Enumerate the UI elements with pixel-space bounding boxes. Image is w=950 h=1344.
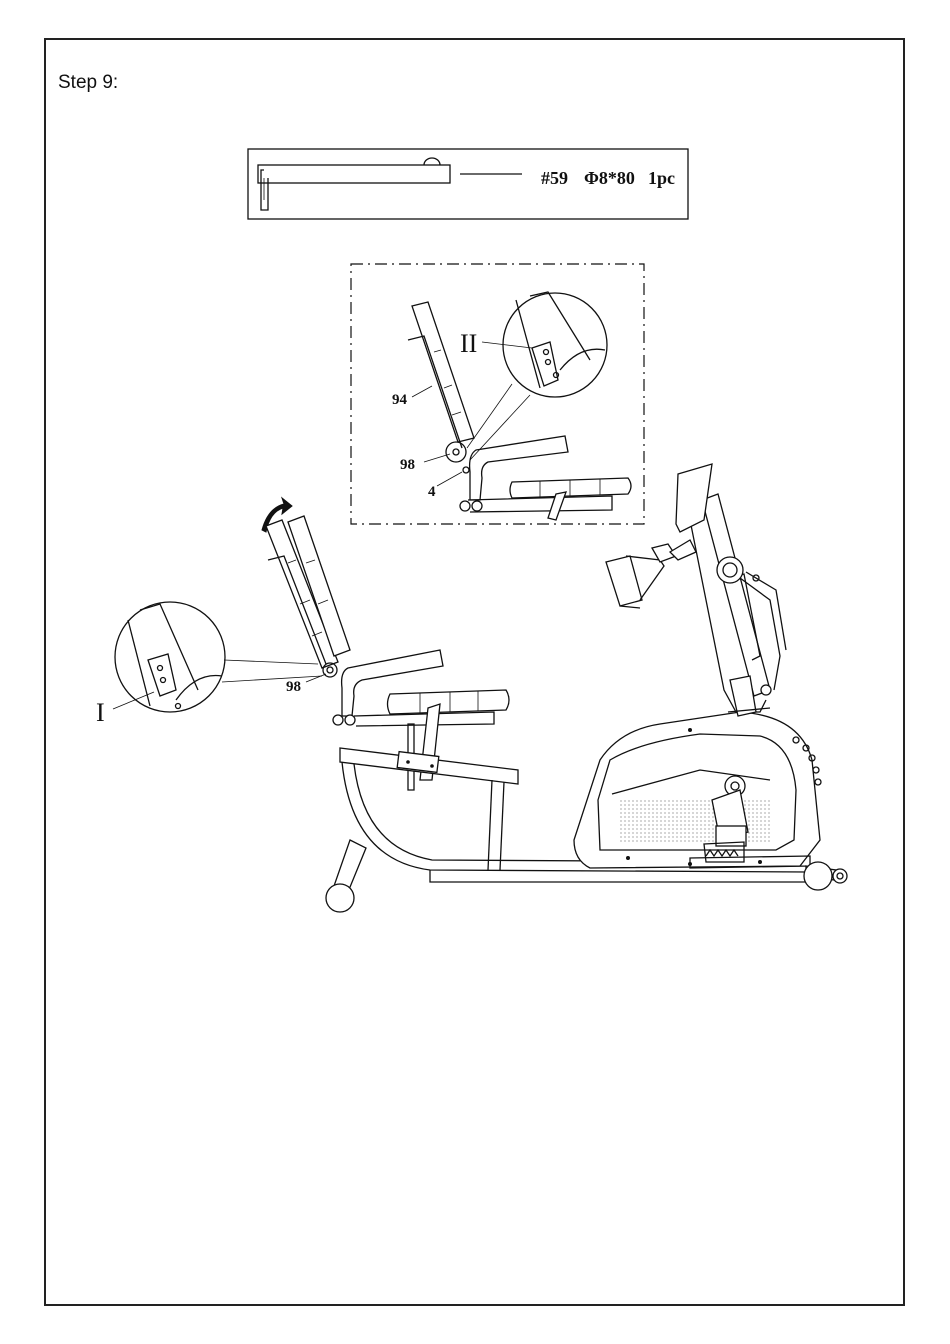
seat-cushion-detail — [460, 478, 631, 520]
detail-view: II 94 98 4 — [351, 264, 644, 524]
seat-back-detail — [408, 302, 474, 448]
pin-bolt-icon — [258, 158, 450, 210]
part-quantity: 1pc — [648, 168, 675, 188]
callout-I: I — [96, 698, 105, 727]
part-spec: Φ8*80 — [584, 168, 635, 188]
parts-box: #59 Φ8*80 1pc — [248, 149, 688, 219]
front-wheel — [804, 862, 847, 890]
console-mast — [690, 494, 771, 716]
label-4: 4 — [428, 484, 436, 500]
rear-stabilizer — [326, 840, 366, 912]
label-98-main: 98 — [286, 679, 301, 695]
seat-rail — [340, 748, 518, 870]
seat-back — [266, 516, 350, 668]
drive-housing — [574, 712, 821, 868]
label-94: 94 — [392, 392, 408, 408]
callout-II: II — [460, 329, 477, 358]
console-screen — [676, 464, 712, 532]
grip-pad — [606, 540, 696, 608]
label-98-detail: 98 — [400, 457, 415, 473]
main-view: I 98 — [96, 464, 847, 912]
part-number: #59 — [541, 168, 568, 188]
